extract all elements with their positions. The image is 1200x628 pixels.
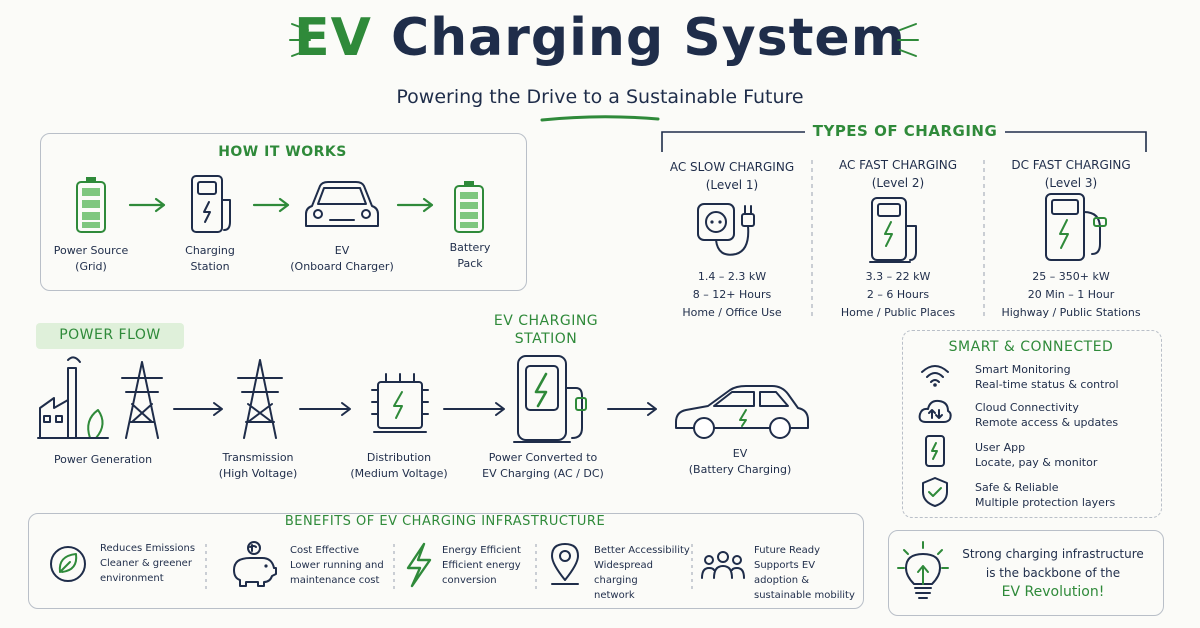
arrow-1 [128, 197, 166, 213]
subtitle-underline [540, 115, 660, 122]
transmission-tower-2-icon [237, 359, 283, 439]
dc-fast-charger-icon [1045, 193, 1107, 261]
smart-connected-panel [902, 330, 1162, 518]
callout-panel [888, 530, 1164, 616]
types-divider-1 [811, 160, 813, 320]
location-pin-icon [551, 543, 579, 585]
how-it-works-title: HOW IT WORKS [218, 144, 347, 160]
type-1-name: AC SLOW CHARGING(Level 1) [669, 160, 795, 192]
wifi-icon [921, 365, 949, 387]
wall-socket-plug-icon [697, 203, 755, 256]
page-subtitle: Powering the Drive to a Sustainable Futu… [396, 86, 804, 108]
power-flow-banner [36, 323, 184, 349]
types-divider-2 [983, 160, 985, 320]
pf-stage-1-label: Power Generation [53, 453, 153, 466]
benefit-divider-3 [535, 544, 537, 590]
how-it-works-panel [40, 133, 527, 291]
piggy-bank-icon [233, 541, 277, 587]
hiw-step-3-label: EV(Onboard Charger) [290, 244, 394, 273]
benefit-divider-4 [691, 544, 693, 590]
ac-fast-charger-icon [869, 197, 917, 263]
pf-stage-5-label: EV(Battery Charging) [688, 447, 792, 476]
types-title: TYPES OF CHARGING [812, 122, 998, 140]
battery-pack-icon [454, 181, 484, 233]
title-sparkle-left-icon [289, 23, 311, 57]
pf-stage-2-label: Transmission(High Voltage) [218, 451, 298, 480]
arrow-2 [252, 197, 290, 213]
page-title: EV Charging System [294, 8, 906, 68]
phone-icon [925, 435, 945, 467]
pf-arrow-1 [173, 402, 223, 416]
types-bracket [661, 131, 1147, 152]
cloud-icon [918, 399, 952, 423]
grid-battery-icon [76, 177, 106, 233]
power-plant-icon [37, 356, 109, 439]
ev-car-side-icon [675, 385, 809, 439]
benefit-divider-1 [205, 544, 207, 590]
benefits-title: BENEFITS OF EV CHARGING INFRASTRUCTURE [260, 514, 630, 529]
charging-station-icon [191, 175, 231, 233]
benefit-divider-2 [393, 544, 395, 590]
pf-stage-3-label: Distribution(Medium Voltage) [350, 451, 448, 480]
shield-icon [922, 477, 948, 507]
ev-charging-station-large-icon [513, 355, 587, 443]
ev-car-front-icon [305, 181, 379, 227]
power-flow-title: POWER FLOW [59, 327, 161, 343]
type-3-name: DC FAST CHARGING(Level 3) [1011, 158, 1131, 190]
title-sparkle-right-icon [897, 23, 919, 57]
lightbulb-icon [897, 541, 949, 599]
distribution-substation-icon [371, 373, 429, 433]
arrow-3 [396, 197, 434, 213]
smart-title: SMART & CONNECTED [948, 339, 1114, 355]
type-2-name: AC FAST CHARGING(Level 2) [838, 158, 958, 190]
hiw-step-1-label: Power Source(Grid) [53, 244, 129, 273]
leaf-icon [50, 546, 86, 582]
bolt-icon [406, 542, 432, 588]
pf-arrow-3 [443, 402, 505, 416]
people-icon [701, 551, 745, 579]
pf-arrow-2 [299, 402, 351, 416]
pf-arrow-4 [607, 402, 657, 416]
transmission-tower-1-icon [121, 361, 163, 439]
